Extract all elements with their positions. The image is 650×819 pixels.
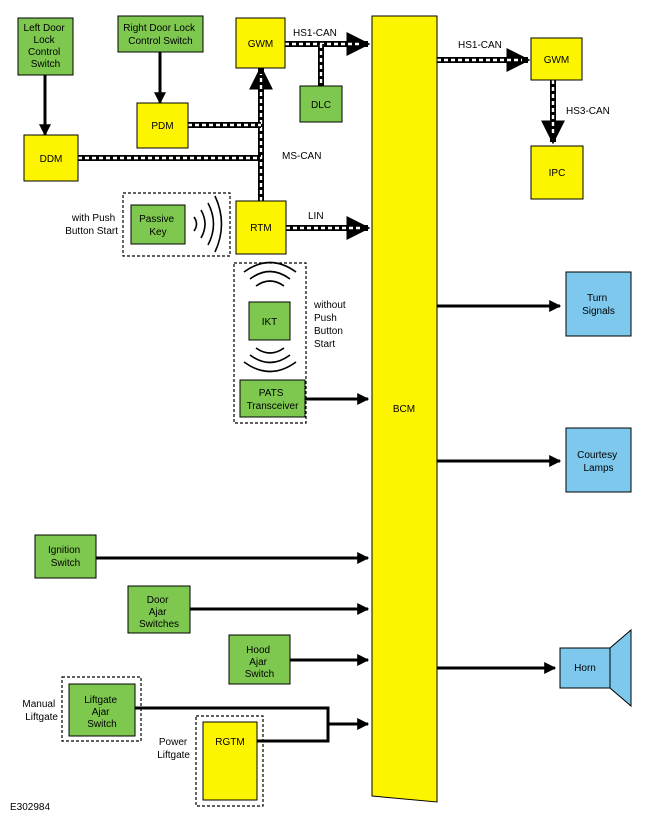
- figure-id: E302984: [10, 802, 50, 813]
- pats-transceiver-label: PATS Transceiver: [247, 388, 300, 412]
- liftgate-ajar-switch-label: Liftgate Ajar Switch: [84, 695, 120, 730]
- ddm-label: DDM: [40, 154, 63, 165]
- hood-ajar-switch: Hood Ajar Switch: [228, 634, 291, 685]
- gwm-right-label: GWM: [544, 55, 570, 66]
- manual-liftgate-group: [61, 676, 142, 742]
- gwm-right-module: GWM: [530, 37, 583, 81]
- horn-output: Horn: [559, 628, 632, 708]
- manual-liftgate-label: Manual Liftgate: [22, 699, 58, 723]
- ms-can-label: MS-CAN: [282, 151, 321, 162]
- dlc-label: DLC: [311, 100, 331, 111]
- ignition-switch-label: Ignition Switch: [48, 545, 83, 569]
- turn-signals-output: Turn Signals: [565, 271, 632, 337]
- with-push-button-start-label: with Push Button Start: [65, 213, 118, 237]
- hs3-can-label: HS3-CAN: [566, 106, 610, 117]
- right-door-lock-switch: Right Door Lock Control Switch: [117, 15, 204, 53]
- lin-label: LIN: [308, 211, 324, 222]
- pats-transceiver-module: PATS Transceiver: [239, 379, 306, 418]
- hood-ajar-switch-label: Hood Ajar Switch: [245, 645, 274, 680]
- horn-bell-icon: [609, 628, 632, 708]
- right-door-lock-switch-label: Right Door Lock Control Switch: [123, 23, 197, 47]
- courtesy-lamps-output: Courtesy Lamps: [565, 427, 632, 493]
- power-liftgate-group: [195, 715, 264, 807]
- passive-key-label: Passive Key: [139, 214, 177, 238]
- horn-box: [559, 647, 611, 689]
- hs1-can-left-label: HS1-CAN: [293, 28, 337, 39]
- hs1-can-right-label: HS1-CAN: [458, 40, 502, 51]
- horn-label: Horn: [574, 663, 596, 674]
- bcm-box: [371, 15, 438, 803]
- rtm-module: RTM: [235, 200, 287, 255]
- without-push-button-start-label: without Push Button Start: [313, 300, 348, 350]
- ikt-label: IKT: [262, 317, 278, 328]
- ikt-module: IKT: [248, 301, 291, 341]
- ddm-module: DDM: [23, 134, 79, 182]
- ipc-label: IPC: [549, 168, 566, 179]
- pdm-module: PDM: [136, 102, 189, 149]
- hardwire-lines: [39, 52, 562, 743]
- passive-key-signal-icon: [193, 195, 223, 253]
- courtesy-lamps-label: Courtesy Lamps: [577, 450, 620, 474]
- turn-signals-label: Turn Signals: [582, 293, 615, 317]
- bcm-module: BCM: [371, 15, 438, 803]
- dlc-module: DLC: [299, 85, 343, 123]
- ignition-switch: Ignition Switch: [34, 534, 97, 579]
- rgtm-module: RGTM: [202, 721, 258, 801]
- ipc-module: IPC: [530, 145, 584, 200]
- gwm-left-label: GWM: [248, 39, 274, 50]
- left-door-lock-switch-label: Left Door Lock Control Switch: [24, 23, 68, 70]
- bcm-label: BCM: [393, 404, 415, 415]
- rgtm-label: RGTM: [215, 737, 244, 748]
- passive-key-module: Passive Key: [130, 204, 186, 245]
- door-ajar-switches-label: Door Ajar Switches: [139, 595, 179, 630]
- liftgate-ajar-switch: Liftgate Ajar Switch: [68, 683, 136, 737]
- bus-lines: [78, 32, 565, 240]
- left-door-lock-switch: Left Door Lock Control Switch: [17, 17, 74, 76]
- power-liftgate-label: Power Liftgate: [157, 737, 190, 761]
- gwm-left-module: GWM: [235, 17, 286, 69]
- door-ajar-switches: Door Ajar Switches: [127, 585, 191, 634]
- rtm-label: RTM: [250, 223, 271, 234]
- pdm-label: PDM: [151, 121, 173, 132]
- ikt-signal-icon: [243, 261, 297, 373]
